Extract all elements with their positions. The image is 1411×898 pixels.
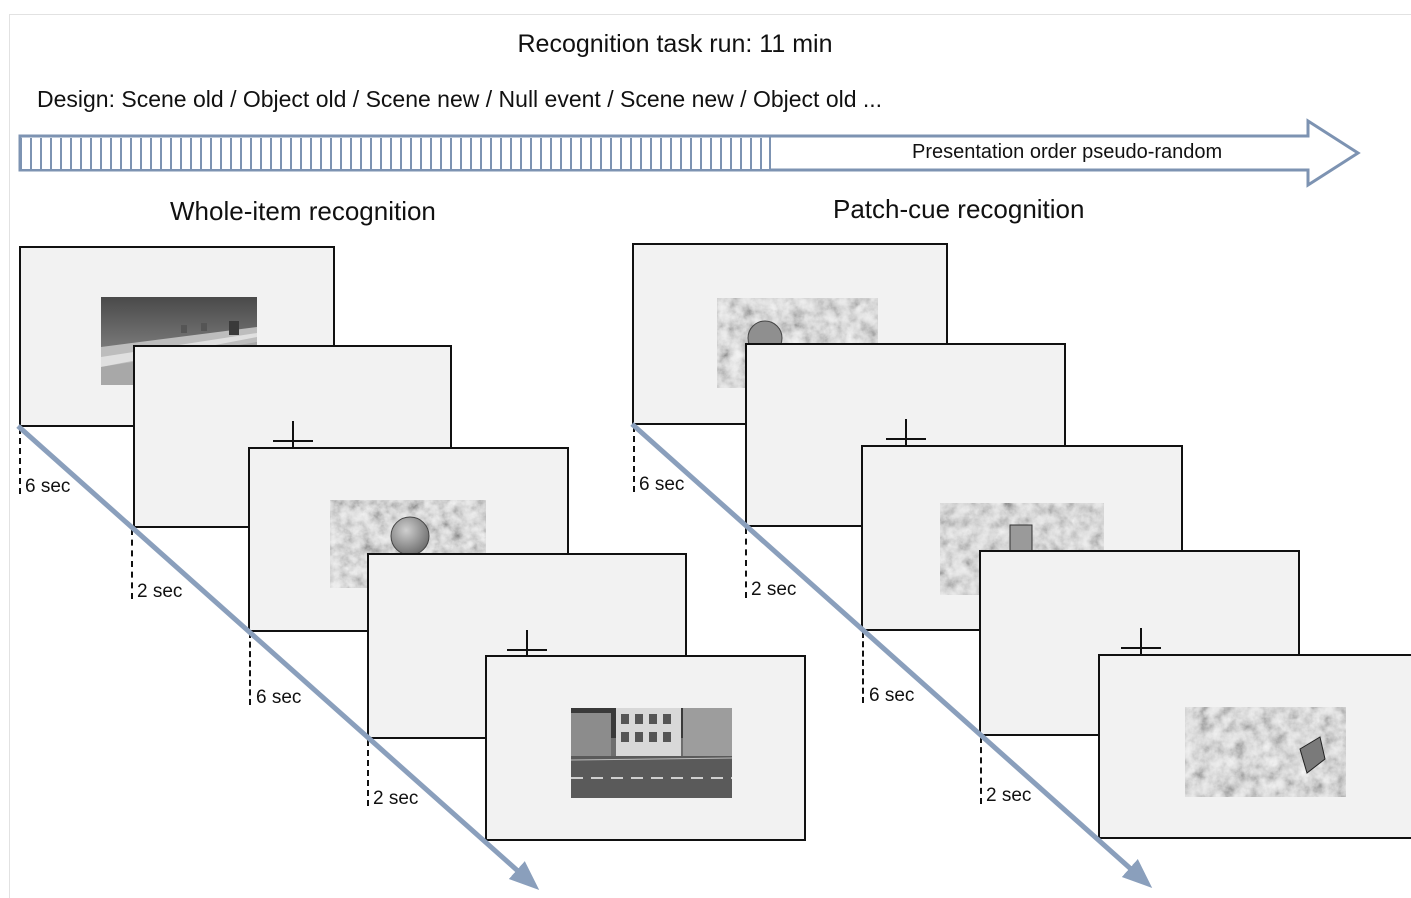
duration-tick xyxy=(249,632,251,705)
patch-screen-scene-2 xyxy=(1098,654,1411,839)
duration-tick xyxy=(980,737,982,804)
duration-tick xyxy=(633,426,635,492)
duration-label: 2 sec xyxy=(751,579,797,600)
duration-tick xyxy=(19,428,21,494)
duration-label: 6 sec xyxy=(869,685,915,706)
whole-screen-scene-2 xyxy=(485,655,806,841)
duration-tick xyxy=(745,528,747,598)
patch-cue-title: Patch-cue recognition xyxy=(833,194,1085,224)
banner-label: Presentation order pseudo-random xyxy=(912,141,1223,163)
duration-label: 2 sec xyxy=(137,581,183,602)
presentation-order-arrow xyxy=(18,118,1361,188)
duration-label: 6 sec xyxy=(256,687,302,708)
duration-tick xyxy=(367,740,369,806)
design-sequence: Design: Scene old / Object old / Scene n… xyxy=(37,86,883,112)
duration-label: 6 sec xyxy=(25,476,71,497)
duration-label: 2 sec xyxy=(373,788,419,809)
figure-frame xyxy=(9,14,1411,898)
duration-label: 2 sec xyxy=(986,785,1032,806)
patch-cue-image-3 xyxy=(1185,707,1346,797)
figure-title: Recognition task run: 11 min xyxy=(517,30,833,58)
duration-label: 6 sec xyxy=(639,474,685,495)
patch-screen-scene-1 xyxy=(632,243,948,425)
duration-tick xyxy=(862,632,864,703)
duration-tick xyxy=(131,529,133,599)
whole-item-title: Whole-item recognition xyxy=(170,196,436,226)
scene-image-street xyxy=(571,708,732,798)
